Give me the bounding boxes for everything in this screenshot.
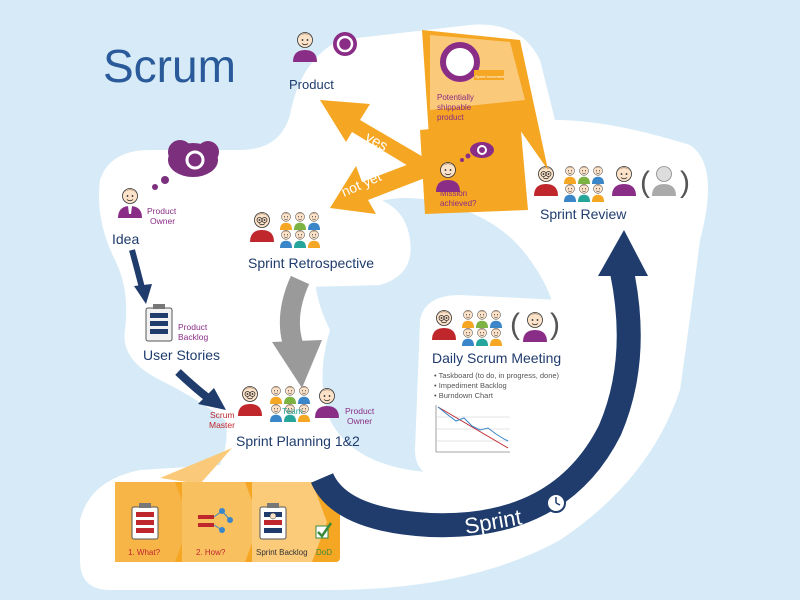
how-breakdown-icon: [198, 508, 233, 533]
product-backlog-label: Backlog: [178, 332, 209, 342]
product-owner-icon: [118, 188, 142, 218]
daily-scrum-item: • Taskboard (to do, in progress, done): [434, 371, 560, 380]
stopwatch-icon: [546, 490, 566, 513]
svg-text:): ): [550, 308, 560, 341]
scrum-master-label: Master: [209, 420, 235, 430]
svg-text:): ): [680, 166, 690, 199]
product-target-icon: [333, 32, 357, 56]
svg-text:(: (: [510, 308, 520, 341]
product-owner-label: Owner: [150, 216, 175, 226]
thought-cloud-icon: [152, 140, 219, 190]
mission-label: achieved?: [440, 199, 477, 208]
increment-tag: Sprint Increment: [475, 74, 505, 79]
sprint-backlog-label: Sprint Backlog: [256, 548, 308, 557]
not-yet-arrow-icon: [330, 158, 430, 214]
what-clipboard-icon: [131, 503, 159, 540]
arrow-down-right-icon: [175, 369, 226, 410]
shippable-label: shippable: [437, 103, 472, 112]
how-label: 2. How?: [196, 548, 226, 557]
dod-label: DoD: [316, 548, 332, 557]
product-backlog-label: Product: [178, 322, 208, 332]
product-person-icon: [293, 32, 317, 62]
user-stories-label: User Stories: [143, 347, 220, 363]
retrospective-team-icons: [250, 212, 320, 248]
team-icons: [270, 385, 310, 422]
scrum-master-label: Scrum: [210, 410, 235, 420]
daily-scrum-team-icons: ( ): [432, 308, 560, 346]
sprint-review-team-icons: ( ): [534, 166, 690, 202]
checkmark-icon: [315, 522, 333, 539]
daily-scrum-label: Daily Scrum Meeting: [432, 350, 561, 366]
sprint-planning-label: Sprint Planning 1&2: [236, 433, 360, 449]
mission-thought-icon: [460, 142, 494, 162]
scrum-master-icon: [238, 386, 262, 416]
planning-callout: [160, 448, 232, 484]
arrow-down-icon: [129, 249, 152, 304]
product-owner-label: Product: [345, 406, 375, 416]
shippable-label: product: [437, 113, 464, 122]
arrow-down-grey-icon: [272, 275, 322, 388]
product-owner-icon: [315, 388, 339, 418]
idea-label: Idea: [112, 231, 139, 247]
team-label: Team: [282, 406, 303, 416]
product-owner-label: Product: [147, 206, 177, 216]
shippable-label: Potentially: [437, 93, 474, 102]
product-label: Product: [289, 77, 334, 92]
sprint-retrospective-label: Sprint Retrospective: [248, 255, 374, 271]
sprint-cycle-arrow: [310, 230, 648, 538]
retro-bubble: [234, 195, 411, 288]
yes-arrow-icon: [320, 100, 425, 170]
product-owner-label: Owner: [347, 416, 372, 426]
mission-owner-icon: [436, 162, 460, 192]
page-title: Scrum: [103, 40, 236, 92]
increment-icon: [440, 42, 504, 82]
burndown-chart-icon: [435, 405, 510, 453]
sprint-review-label: Sprint Review: [540, 206, 627, 222]
svg-text:(: (: [640, 166, 650, 199]
what-label: 1. What?: [128, 548, 161, 557]
mission-label: Mission: [440, 189, 467, 198]
daily-scrum-item: • Burndown Chart: [434, 391, 494, 400]
daily-bubble: [415, 295, 600, 478]
sprint-backlog-icon: [259, 503, 287, 540]
daily-scrum-item: • Impediment Backlog: [434, 381, 507, 390]
product-backlog-icon: [145, 304, 173, 342]
